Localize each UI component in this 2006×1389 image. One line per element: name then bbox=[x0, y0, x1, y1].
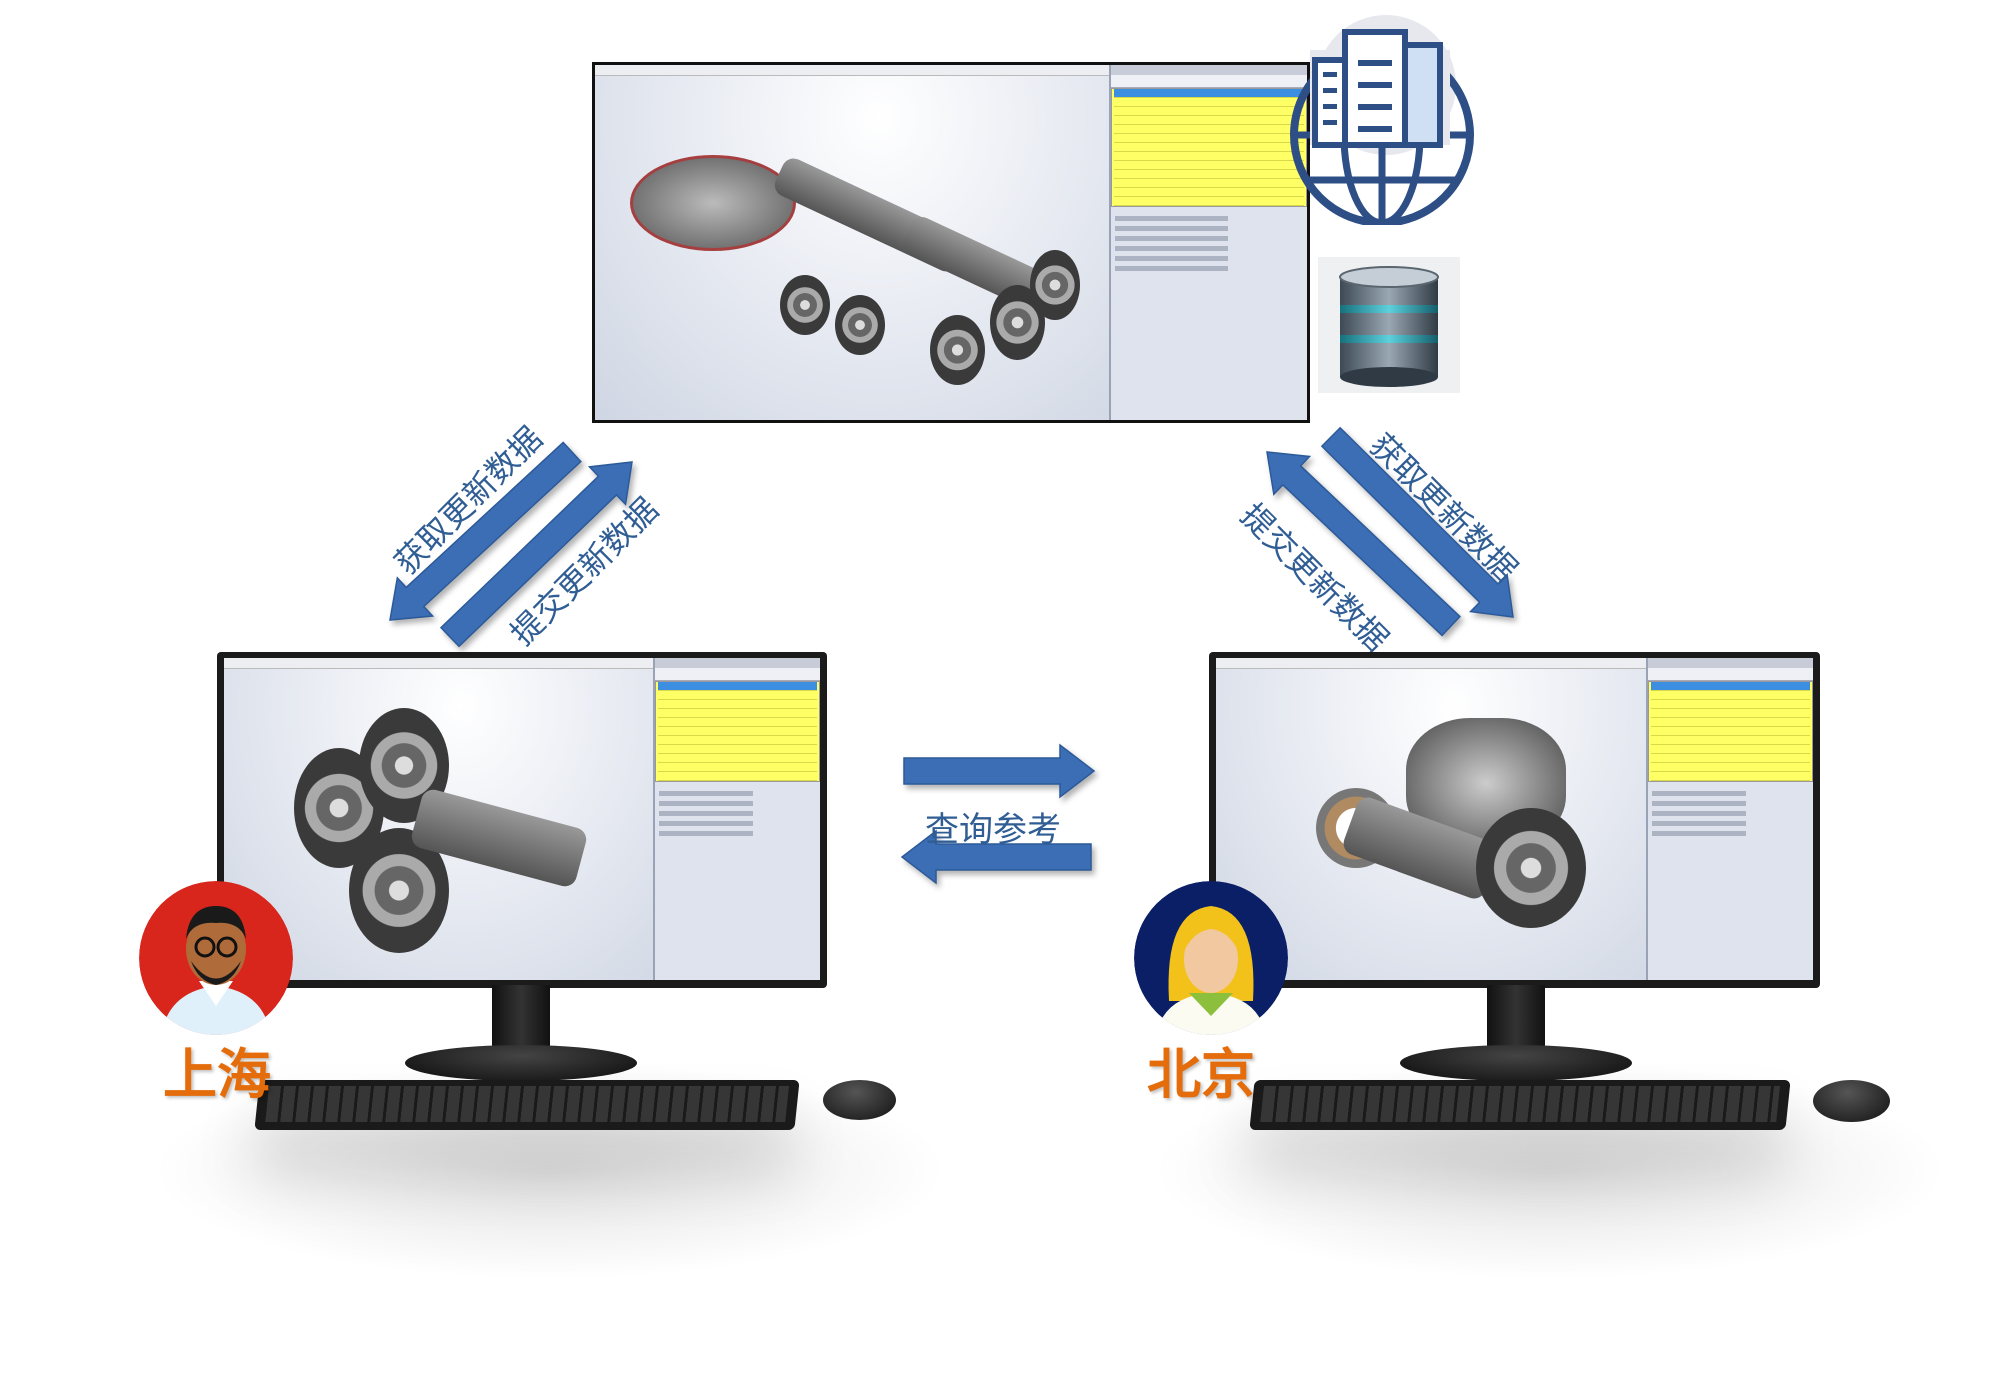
central-server-screen bbox=[592, 62, 1310, 423]
query-arrow-right bbox=[903, 743, 1096, 799]
pdm-side-panel bbox=[1646, 658, 1813, 980]
left-get-arrow bbox=[389, 441, 582, 621]
right-submit-arrow bbox=[1266, 451, 1461, 637]
shanghai-screen bbox=[224, 658, 820, 980]
woman-avatar-icon bbox=[1134, 881, 1288, 1035]
pdm-side-panel bbox=[1109, 65, 1307, 420]
beijing-screen bbox=[1216, 658, 1813, 980]
keyboard bbox=[1249, 1080, 1791, 1130]
robot-assembly-model bbox=[630, 154, 1090, 385]
cad-viewport bbox=[224, 658, 655, 980]
monitor-base bbox=[1400, 1045, 1632, 1081]
right-get-arrow bbox=[1320, 426, 1514, 618]
left-submit-arrow bbox=[439, 461, 633, 648]
cad-toolbar bbox=[595, 65, 1111, 76]
beijing-label: 北京 bbox=[1147, 1042, 1255, 1106]
wheel-assembly-model bbox=[294, 708, 594, 958]
file-tree-list[interactable] bbox=[1111, 88, 1307, 207]
pdm-side-panel bbox=[653, 658, 820, 980]
mouse bbox=[823, 1080, 896, 1120]
shanghai-label: 上海 bbox=[163, 1042, 271, 1106]
query-arrow-left bbox=[900, 829, 1092, 885]
cad-viewport bbox=[1216, 658, 1648, 980]
properties-pane bbox=[1111, 207, 1307, 280]
monitor-base bbox=[405, 1045, 637, 1081]
database-icon bbox=[1318, 257, 1460, 393]
file-tree-list[interactable] bbox=[1648, 681, 1813, 782]
query-reference-label: 查询参考 bbox=[925, 810, 1061, 850]
man-avatar-icon bbox=[139, 881, 293, 1035]
cad-viewport bbox=[595, 65, 1111, 420]
file-tree-list[interactable] bbox=[655, 681, 820, 782]
mouse bbox=[1813, 1080, 1890, 1122]
enterprise-building-globe-icon bbox=[1290, 15, 1474, 225]
keyboard bbox=[254, 1080, 800, 1130]
gear-assembly-model bbox=[1306, 708, 1606, 958]
